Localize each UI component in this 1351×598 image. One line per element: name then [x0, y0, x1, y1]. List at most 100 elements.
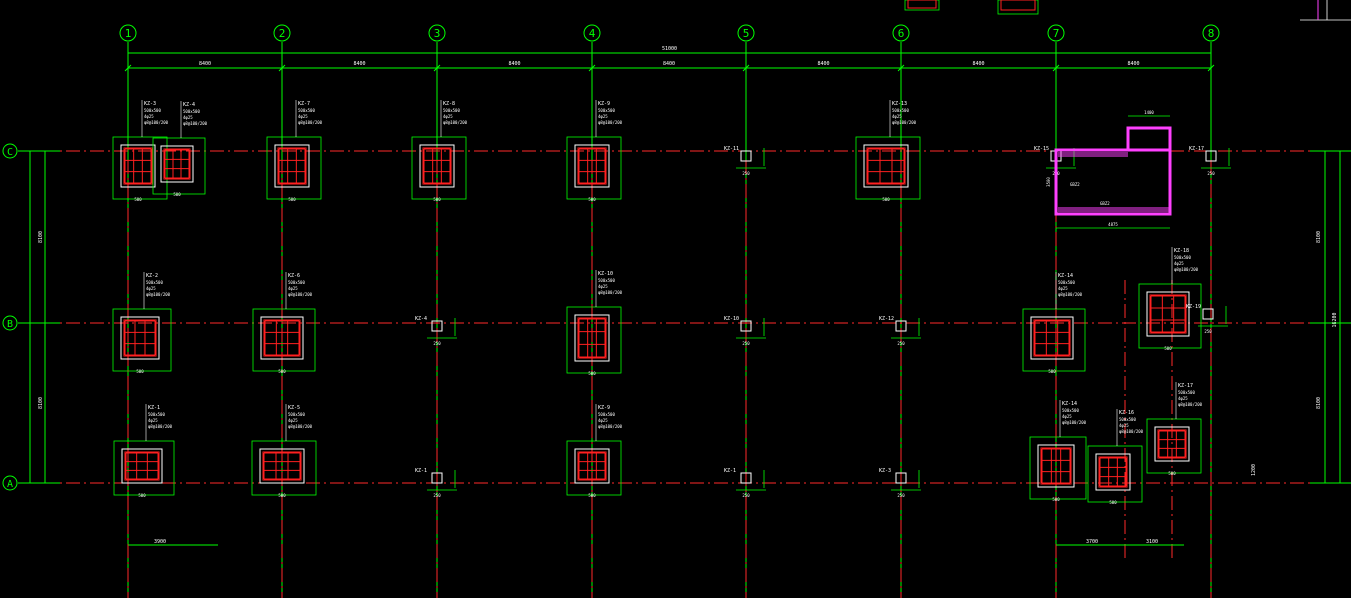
column-dim-text: 500 [1048, 369, 1056, 374]
dim-tick [588, 64, 596, 72]
grid-label-row: B [7, 319, 13, 330]
column-tag: KZ-18 [1174, 248, 1189, 254]
dim-tick [433, 64, 441, 72]
column-note: 4φ25 [298, 114, 308, 119]
grid-bubble-column [1047, 24, 1065, 42]
column-dim-text: 500 [588, 493, 596, 498]
dim-tick [1052, 64, 1060, 72]
shear-wall-hatch [1058, 207, 1170, 212]
column-tag: KZ-7 [298, 101, 310, 107]
dim-tick [278, 64, 286, 72]
column-tag: KZ-17 [1178, 383, 1193, 389]
column-dim-frame [112, 308, 172, 372]
column-dim-text: 500 [173, 192, 181, 197]
column-small-tag: KZ-15 [1034, 146, 1049, 152]
grid-label-row: C [7, 147, 13, 158]
column-note: φ8@100/200 [1174, 267, 1199, 272]
rebar-stirrup [123, 147, 153, 185]
column-dim-text: 500 [278, 493, 286, 498]
dim-text-bay: 8400 [1127, 61, 1139, 67]
rebar-stirrup [277, 147, 307, 185]
rebar-stirrup [1033, 319, 1071, 357]
column-small-dim-text: 250 [897, 493, 905, 498]
column-note: 4φ25 [598, 284, 608, 289]
rebar-stirrup [1040, 447, 1072, 485]
column-dim-frame [112, 136, 168, 200]
column-dim-text: 500 [1168, 471, 1176, 476]
column-outline [574, 314, 610, 362]
column-small-dim-text: 250 [433, 341, 441, 346]
rebar-stirrup [262, 451, 302, 481]
column-note: 4φ25 [1058, 286, 1068, 291]
column-small-tag: KZ-1 [724, 468, 736, 474]
rebar-stirrup [263, 319, 301, 357]
column-note: 4φ25 [892, 114, 902, 119]
column-note: 500x500 [183, 109, 200, 114]
column-small-dim-text: 250 [742, 341, 750, 346]
dim-tick [124, 64, 132, 72]
grid-bubble-column [428, 24, 446, 42]
column-note: φ8@100/200 [1062, 420, 1087, 425]
column-note: 500x500 [892, 108, 909, 113]
column-note: 500x500 [598, 278, 615, 283]
column-tag: KZ-9 [598, 405, 610, 411]
column-dim-frame [566, 136, 622, 200]
column-note: φ8@100/200 [298, 120, 323, 125]
column-note: 500x500 [146, 280, 163, 285]
column-dim-frame [152, 137, 206, 195]
column-small-outline [740, 320, 752, 332]
column-outline [574, 448, 610, 484]
column-tag: KZ-10 [598, 271, 613, 277]
column-dim-text: 500 [1052, 497, 1060, 502]
column-small-outline [740, 150, 752, 162]
column-outline [1095, 453, 1131, 491]
column-note: 500x500 [1058, 280, 1075, 285]
column-outline [120, 316, 160, 360]
column-dim-frame [1138, 283, 1202, 349]
grid-bubble-column [119, 24, 137, 42]
column-dim-frame [411, 136, 467, 200]
column-dim-frame [1146, 418, 1202, 474]
rebar-stirrup [1149, 294, 1187, 334]
grid-label-column: 8 [1208, 27, 1215, 40]
column-note: 4φ25 [598, 114, 608, 119]
rebar-stirrup [1098, 456, 1128, 488]
grid-bubble-column [737, 24, 755, 42]
column-dim-frame [1029, 436, 1087, 500]
column-small-outline [740, 472, 752, 484]
column-tag: KZ-6 [288, 273, 300, 279]
column-note: 500x500 [1119, 417, 1136, 422]
column-note: φ8@100/200 [1178, 402, 1203, 407]
shear-wall-hatch [1058, 152, 1128, 157]
dim-text-bay: 8400 [508, 61, 520, 67]
grid-bubble-row [2, 143, 18, 159]
dim-text-left-ab: 8100 [38, 397, 44, 409]
grid-label-column: 6 [898, 27, 905, 40]
dim-text-bottom-right-2: 3100 [1146, 539, 1158, 545]
column-small-tag: KZ-4 [415, 316, 427, 322]
column-outline [260, 316, 304, 360]
column-dim-text: 500 [278, 369, 286, 374]
column-note: φ8@100/200 [146, 292, 171, 297]
rebar-stirrup [163, 148, 191, 180]
grid-label-column: 1 [125, 27, 132, 40]
grid-label-column: 3 [434, 27, 441, 40]
column-small-dim-text: 250 [742, 171, 750, 176]
column-small-tag: KZ-1 [415, 468, 427, 474]
dim-text-bottom-right-1: 3700 [1086, 539, 1098, 545]
column-tag: KZ-4 [183, 102, 195, 108]
column-small-outline [1202, 308, 1214, 320]
column-tag: KZ-8 [443, 101, 455, 107]
column-note: φ8@100/200 [598, 120, 623, 125]
column-note: 500x500 [288, 280, 305, 285]
wall-dim-text: 1400 [1144, 110, 1154, 115]
column-tag: KZ-16 [1119, 410, 1134, 416]
column-note: φ8@100/200 [892, 120, 917, 125]
column-dim-text: 500 [1109, 500, 1117, 505]
column-outline [419, 144, 455, 188]
column-note: 4φ25 [1119, 423, 1129, 428]
column-outline [1146, 291, 1190, 337]
column-small-outline [431, 320, 443, 332]
column-note: φ8@100/200 [144, 120, 169, 125]
